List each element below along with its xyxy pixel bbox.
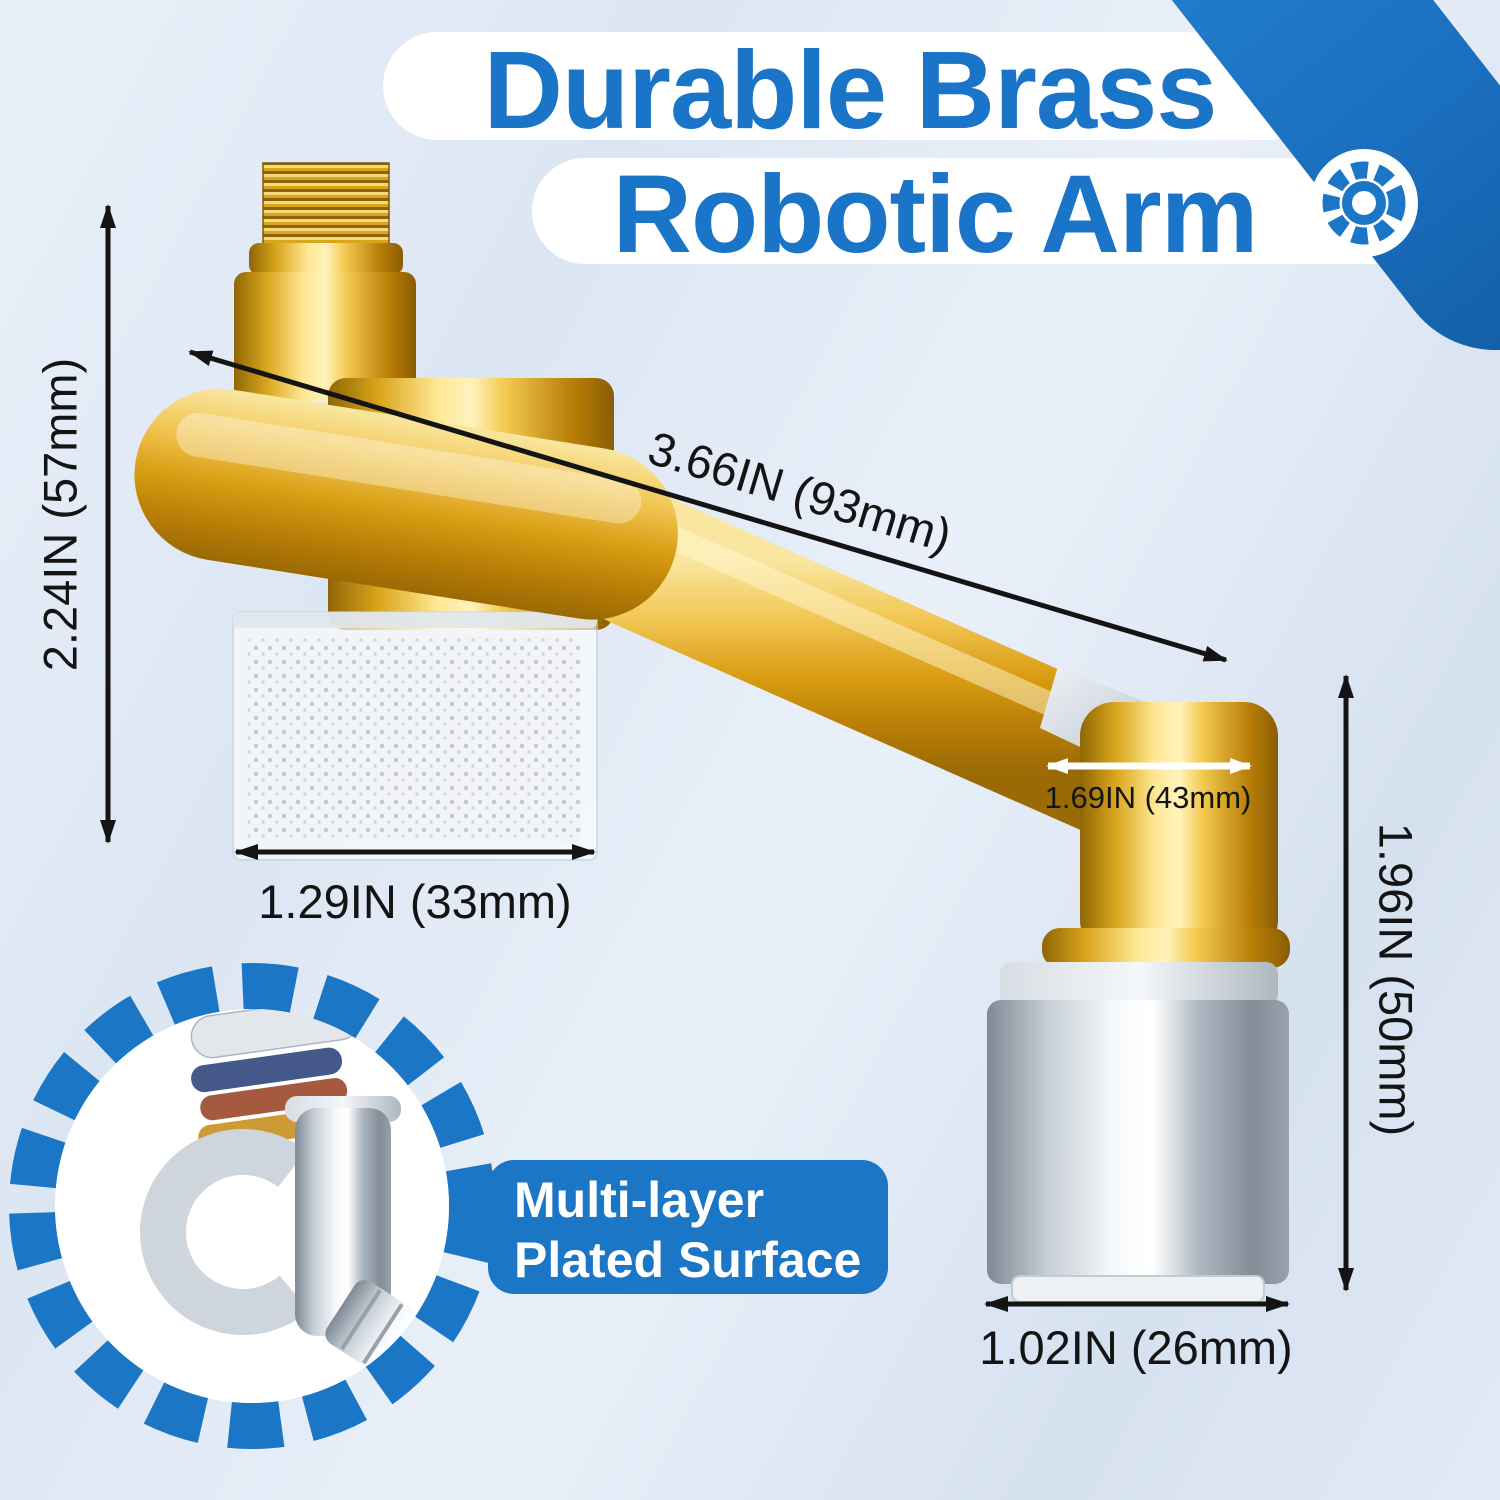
dimension-arrows xyxy=(100,204,1354,1312)
brass-arm xyxy=(571,491,1290,968)
threaded-connector xyxy=(234,162,416,402)
badge-label-line-1: Multi-layer xyxy=(514,1172,765,1228)
gear-icon xyxy=(1310,149,1418,257)
filter-cartridge xyxy=(232,611,598,861)
gear-ring-icon xyxy=(9,963,495,1449)
chrome-sprayer xyxy=(987,962,1289,1303)
badge-label-line-2: Plated Surface xyxy=(514,1232,862,1288)
badge-label: Multi-layer Plated Surface xyxy=(488,1160,888,1294)
length-arrow xyxy=(188,349,1228,663)
dimension-label-height: 2.24IN (57mm) xyxy=(33,357,87,672)
dimension-label-sprayer-height: 1.96IN (50mm) xyxy=(1369,822,1423,1137)
dimension-label-filter-width: 1.29IN (33mm) xyxy=(258,875,572,928)
dimension-label-joint-width: 1.69IN (43mm) xyxy=(1044,780,1252,815)
title-line-2: Robotic Arm xyxy=(612,153,1259,276)
title-banner-top xyxy=(383,32,1323,140)
plating-badge xyxy=(9,963,495,1449)
title-line-1: Durable Brass xyxy=(483,29,1218,152)
dimension-label-sprayer-width: 1.02IN (26mm) xyxy=(979,1321,1293,1374)
